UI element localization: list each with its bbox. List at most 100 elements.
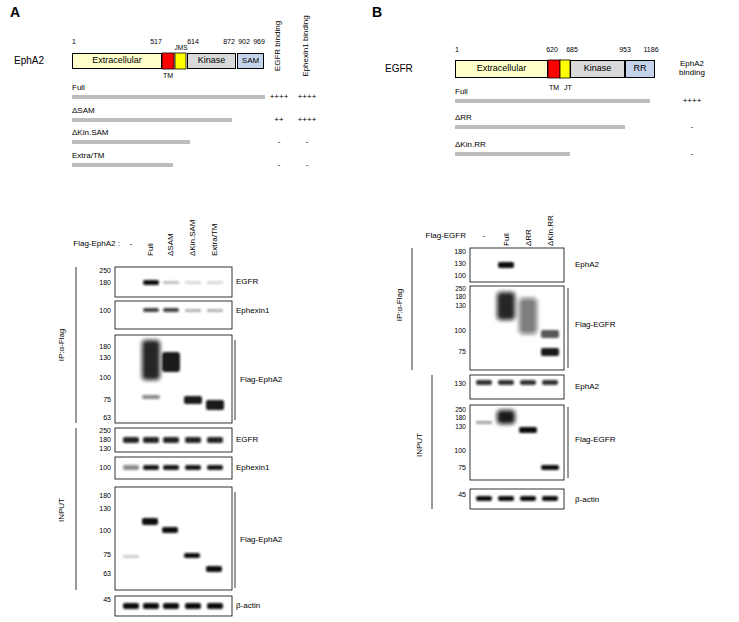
- figure-label: ++++: [270, 92, 289, 101]
- figure-label: EphA2: [14, 55, 44, 67]
- figure-label: Full: [146, 243, 155, 256]
- figure-label: Ephexin1: [236, 306, 269, 315]
- domain-name: Kinase: [198, 56, 226, 66]
- blot-band: [123, 555, 139, 558]
- figure-label: Full: [502, 233, 511, 246]
- figure-label: Extra/TM: [72, 151, 104, 160]
- figure-label: 45: [103, 596, 111, 604]
- figure-label: 517: [150, 38, 162, 46]
- figure-label: 63: [103, 570, 111, 578]
- figure-label: 100: [454, 327, 466, 335]
- figure-label: Ephexin1: [236, 463, 269, 472]
- figure-label: ++: [274, 115, 283, 124]
- figure-label: 180: [454, 248, 466, 256]
- blot-smear: [497, 292, 537, 424]
- figure-label: 75: [458, 348, 466, 356]
- figure-label: 100: [99, 374, 111, 382]
- construct-bar: [72, 140, 190, 144]
- blot-band: [123, 437, 139, 443]
- blot-band: [207, 437, 223, 443]
- blot-band: [162, 527, 178, 533]
- bracket-line: [235, 492, 236, 588]
- blot-band: [162, 352, 180, 372]
- figure-label: 130: [99, 354, 111, 362]
- domain-name: Extracellular: [477, 64, 527, 74]
- domain-name: SAM: [242, 57, 259, 66]
- domain-box: SAM: [237, 53, 264, 69]
- blot-smear: [497, 292, 515, 320]
- blot-band: [476, 496, 492, 501]
- blot-band: [498, 262, 514, 268]
- blot-panel: [115, 596, 232, 616]
- blot-band: [476, 262, 559, 501]
- domain-segment: [548, 60, 560, 78]
- figure-label: Flag-EphA2: [240, 375, 282, 384]
- figure-label: -: [483, 231, 486, 240]
- domain-box: Kinase: [187, 53, 236, 69]
- domain-box: Kinase: [570, 60, 625, 78]
- blot-smear: [142, 340, 160, 380]
- figure-label: Flag-EphA2: [240, 535, 282, 544]
- blot-panel: [470, 489, 564, 509]
- construct-bar: [72, 118, 232, 122]
- blot-band: [184, 396, 202, 404]
- blot-band: [542, 496, 558, 501]
- figure-label: β-actin: [236, 601, 260, 610]
- figure-label: B: [372, 4, 382, 20]
- construct-bar: [455, 152, 570, 156]
- figure-label: ΔKin.RR: [455, 140, 486, 149]
- figure-label: 130: [99, 445, 111, 453]
- figure-label: 180: [455, 414, 466, 421]
- figure-label: EGFR: [236, 435, 258, 444]
- figure-label: IP:α-Flag: [57, 329, 66, 362]
- blot-band: [185, 309, 201, 312]
- domain-name: RR: [634, 64, 647, 74]
- bracket-line: [76, 267, 77, 423]
- figure-label: 180: [99, 279, 111, 287]
- bracket-line: [432, 375, 433, 509]
- blot-band: [123, 603, 139, 609]
- figure-label: Extra/TM: [210, 224, 219, 256]
- blot-band: [520, 496, 536, 501]
- blot-panel: [115, 267, 232, 297]
- figure-label: INPUT: [57, 498, 66, 522]
- domain-box: RR: [625, 60, 655, 78]
- blot-band: [541, 330, 559, 338]
- figure-label: 180: [455, 293, 466, 300]
- blot-panel: [115, 301, 232, 329]
- figure-label: ΔKin.RR: [546, 215, 555, 246]
- construct-bar: [455, 99, 650, 156]
- blot-band: [498, 380, 514, 385]
- figure-label: Flag-EGFR: [575, 320, 615, 329]
- figure-label: 130: [454, 380, 466, 388]
- figure-label: 969: [253, 38, 265, 46]
- bracket-line: [76, 267, 235, 590]
- blot-band: [143, 280, 159, 285]
- blot-band: [476, 421, 492, 424]
- blot-band: [185, 465, 201, 470]
- blot-band: [206, 400, 224, 410]
- blot-band: [163, 437, 179, 443]
- blot-smear: [519, 298, 537, 334]
- figure-label: 250: [99, 267, 111, 275]
- blot-band: [123, 280, 224, 609]
- figure-label: 620: [546, 46, 558, 54]
- blot-band: [207, 465, 223, 470]
- figure-label: 250: [455, 285, 466, 292]
- figure-label: JMS: [175, 44, 188, 51]
- figure-label: 180: [99, 343, 111, 351]
- blot-band: [142, 395, 160, 399]
- figure-label: 180: [99, 492, 111, 500]
- blot-band: [541, 465, 559, 470]
- figure-label: 180: [99, 436, 111, 444]
- bracket-line: [568, 288, 569, 368]
- figure-label: 1: [72, 38, 76, 46]
- blot-band: [123, 465, 139, 470]
- figure-label: IP:α-Flag: [395, 289, 404, 322]
- blot-panel: [470, 405, 564, 480]
- blot-band: [498, 496, 514, 501]
- figure-label: INPUT: [415, 433, 424, 457]
- figure-label: β-actin: [575, 495, 599, 504]
- blot-panel: [115, 267, 232, 616]
- blot-band: [519, 427, 537, 433]
